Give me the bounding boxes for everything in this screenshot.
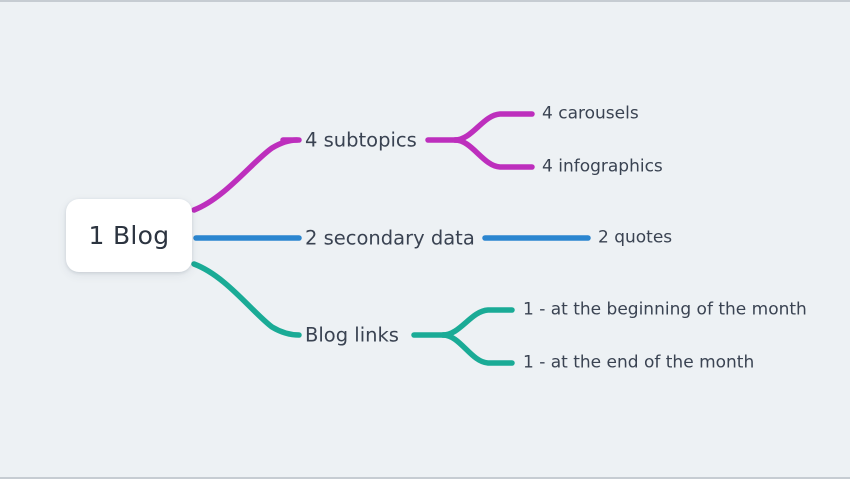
fork-arm-infographics: [452, 137, 535, 170]
leaf-label-end-of-month[interactable]: 1 - at the end of the month: [523, 352, 755, 373]
connector-root-to-subtopics: [191, 137, 300, 213]
fork-arm-carousels: [452, 111, 535, 143]
leaf-label-beginning-of-month[interactable]: 1 - at the beginning of the month: [523, 299, 807, 320]
branch-label-subtopics[interactable]: 4 subtopics: [305, 128, 417, 152]
connector-root-to-blog-links: [191, 261, 302, 338]
root-node-label: 1 Blog: [88, 221, 170, 250]
leaf-label-quotes[interactable]: 2 quotes: [598, 227, 673, 248]
leaf-label-carousels[interactable]: 4 carousels: [542, 103, 639, 124]
root-node-card[interactable]: 1 Blog: [66, 199, 192, 272]
fork-arm-beginning-of-month: [440, 307, 515, 338]
branch-label-secondary-data[interactable]: 2 secondary data: [305, 226, 475, 250]
branch-label-blog-links[interactable]: Blog links: [305, 323, 399, 347]
fork-arm-end-of-month: [440, 332, 515, 366]
leaf-label-infographics[interactable]: 4 infographics: [542, 156, 663, 177]
